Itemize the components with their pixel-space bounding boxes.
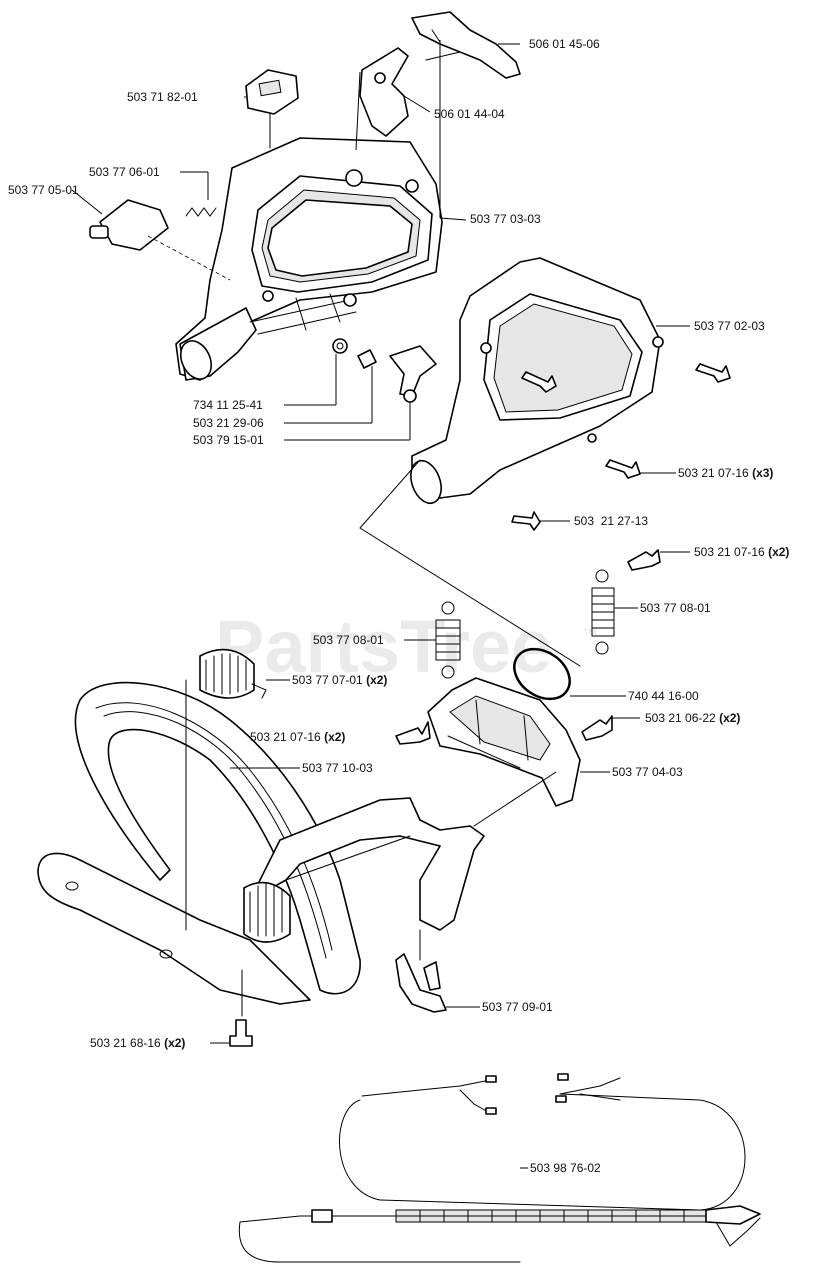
part-label-503-77-05-01: 503 77 05-01	[8, 183, 79, 197]
part-label-503-21-68-16-x2: 503 21 68-16 (x2)	[90, 1036, 185, 1050]
part-label-503-77-02-03: 503 77 02-03	[694, 319, 765, 333]
part-label-503-77-10-03: 503 77 10-03	[302, 761, 373, 775]
spring-and-bracket-drawing	[199, 549, 661, 807]
part-label-740-44-16-00: 740 44 16-00	[628, 689, 699, 703]
part-label-503-21-27-13: 503 21 27-13	[574, 514, 648, 528]
assembly-connector-line	[359, 527, 581, 667]
part-label-503-21-07-16-x2-top: 503 21 07-16 (x2)	[694, 545, 789, 559]
watermark: PartsTree ™	[215, 605, 598, 688]
part-label-503-21-06-22-x2: 503 21 06-22 (x2)	[645, 711, 740, 725]
watermark-text: PartsTree	[215, 605, 552, 688]
part-label-503-71-82-01: 503 71 82-01	[127, 90, 198, 104]
front-handle-drawing	[37, 679, 557, 1047]
part-label-503-98-76-02: 503 98 76-02	[530, 1161, 601, 1175]
handle-cover-drawing	[410, 257, 731, 531]
part-label-506-01-45-06: 506 01 45-06	[529, 37, 600, 51]
part-label-503-21-07-16-x3: 503 21 07-16 (x3)	[678, 466, 773, 480]
part-label-503-77-08-01-right: 503 77 08-01	[640, 601, 711, 615]
part-label-503-21-07-16-x2-mid: 503 21 07-16 (x2)	[250, 730, 345, 744]
part-label-503-77-04-03: 503 77 04-03	[612, 765, 683, 779]
leader-lines	[71, 40, 690, 1169]
part-label-503-79-15-01: 503 79 15-01	[193, 433, 264, 447]
rear-handle-housing-drawing	[89, 11, 521, 403]
part-label-503-77-03-03: 503 77 03-03	[470, 212, 541, 226]
part-label-734-11-25-41: 734 11 25-41	[193, 398, 263, 412]
part-labels: 506 01 45-06 503 71 82-01 506 01 44-04 5…	[8, 37, 789, 1175]
part-label-503-77-06-01: 503 77 06-01	[89, 165, 160, 179]
part-label-503-21-29-06: 503 21 29-06	[193, 416, 264, 430]
part-label-503-77-09-01: 503 77 09-01	[482, 1000, 553, 1014]
wiring-harness-drawing	[238, 1073, 761, 1263]
watermark-trademark: ™	[582, 627, 598, 644]
part-label-503-77-07-01-x2: 503 77 07-01 (x2)	[292, 673, 387, 687]
part-label-503-77-08-01-left: 503 77 08-01	[313, 633, 384, 647]
part-label-506-01-44-04: 506 01 44-04	[434, 107, 505, 121]
